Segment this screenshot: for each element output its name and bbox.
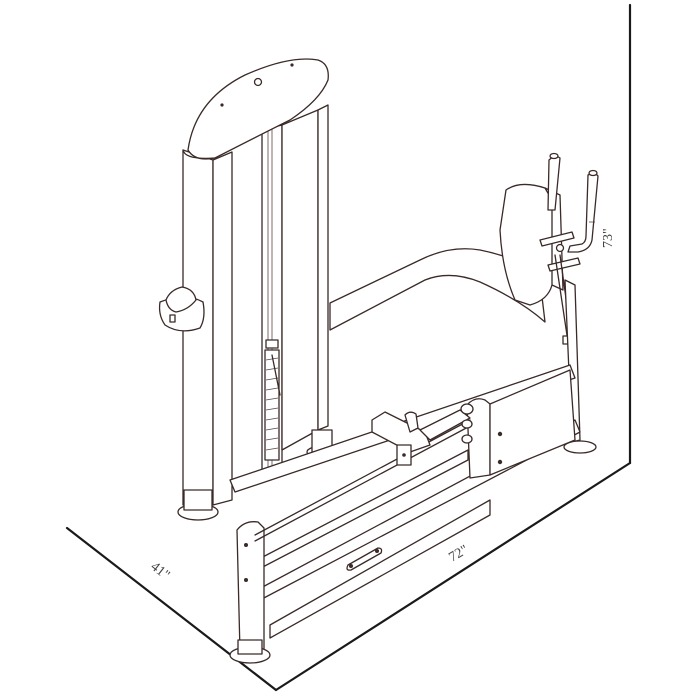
base-frame <box>229 364 581 664</box>
handle-left <box>547 154 561 211</box>
back-pad-assembly <box>499 152 599 454</box>
floor-left-edge-line <box>65 526 278 692</box>
floor-front-edge-line <box>274 461 632 692</box>
length-dimension-label: 72" <box>447 543 472 566</box>
width-dimension-label: 41" <box>148 559 173 583</box>
accessory-holder <box>158 286 205 332</box>
weight-stack <box>264 339 281 461</box>
curved-frame-arm <box>329 248 546 331</box>
height-dimension-label: 73" <box>601 228 616 248</box>
room-outline <box>65 3 632 692</box>
foot-platform-lever <box>254 403 474 542</box>
back-pad <box>499 183 553 306</box>
handle-right <box>567 171 599 253</box>
